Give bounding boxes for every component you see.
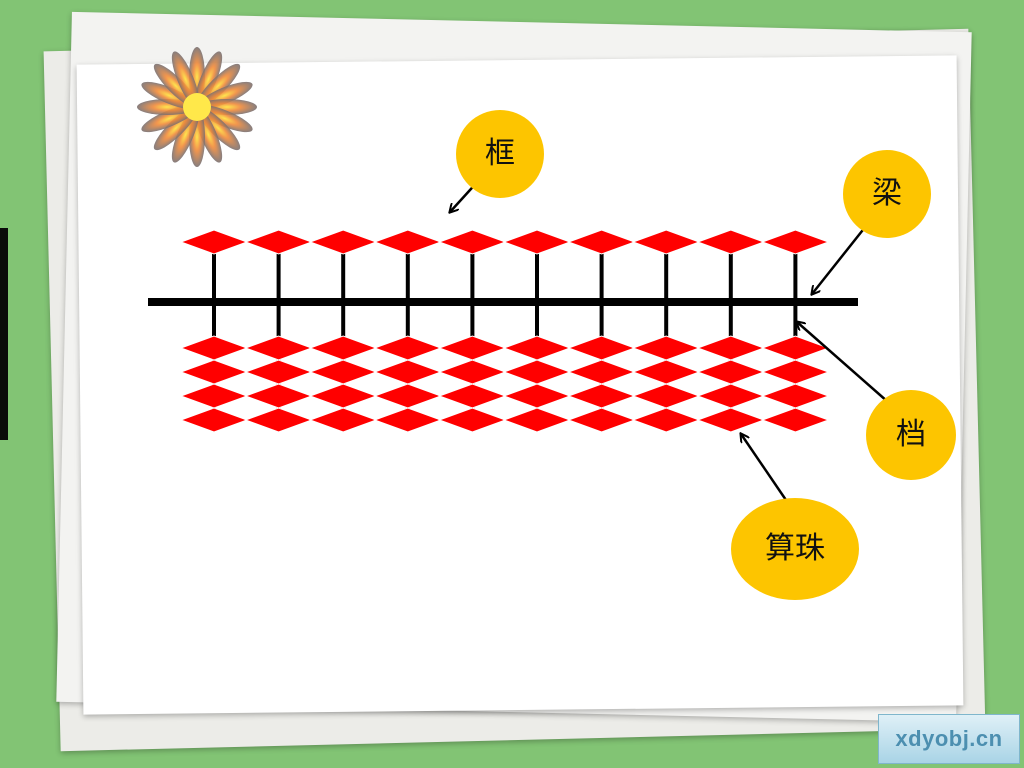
- lower-bead: [308, 359, 378, 385]
- lower-bead: [696, 335, 766, 361]
- lower-bead: [696, 383, 766, 409]
- label-beads: 算珠: [731, 498, 859, 600]
- upper-bead: [631, 229, 701, 255]
- upper-bead: [760, 229, 830, 255]
- lower-bead: [308, 335, 378, 361]
- lower-bead: [567, 407, 637, 433]
- lower-bead: [502, 359, 572, 385]
- lower-bead: [244, 407, 314, 433]
- lower-bead: [437, 383, 507, 409]
- left-edge-bar: [0, 228, 8, 440]
- lower-bead: [631, 383, 701, 409]
- lower-bead: [567, 359, 637, 385]
- lower-bead: [437, 359, 507, 385]
- label-rod: 档: [866, 390, 956, 480]
- lower-bead: [567, 335, 637, 361]
- upper-bead: [179, 229, 249, 255]
- upper-bead: [308, 229, 378, 255]
- lower-bead: [244, 335, 314, 361]
- arrow-rod: [797, 322, 889, 403]
- upper-bead: [567, 229, 637, 255]
- upper-bead: [502, 229, 572, 255]
- lower-bead: [760, 383, 830, 409]
- abacus-beads: [179, 229, 830, 433]
- lower-bead: [179, 383, 249, 409]
- lower-bead: [760, 407, 830, 433]
- watermark-logo: xdyobj.cn: [878, 714, 1020, 764]
- lower-bead: [631, 359, 701, 385]
- upper-bead: [244, 229, 314, 255]
- lower-bead: [373, 335, 443, 361]
- upper-bead: [373, 229, 443, 255]
- arrow-beads: [741, 434, 790, 504]
- label-frame: 框: [456, 110, 544, 198]
- label-arrows: [450, 167, 889, 504]
- lower-bead: [179, 359, 249, 385]
- lower-bead: [437, 407, 507, 433]
- flower-center: [183, 93, 211, 121]
- lower-bead: [760, 359, 830, 385]
- lower-bead: [244, 359, 314, 385]
- arrow-beam: [812, 225, 867, 294]
- lower-bead: [696, 407, 766, 433]
- lower-bead: [179, 335, 249, 361]
- lower-bead: [502, 383, 572, 409]
- lower-bead: [502, 407, 572, 433]
- lower-bead: [437, 335, 507, 361]
- lower-bead: [373, 407, 443, 433]
- lower-bead: [373, 383, 443, 409]
- lower-bead: [567, 383, 637, 409]
- lower-bead: [502, 335, 572, 361]
- lower-bead: [631, 335, 701, 361]
- flower-petal: [171, 51, 200, 108]
- lower-bead: [179, 407, 249, 433]
- lower-bead: [373, 359, 443, 385]
- upper-bead: [696, 229, 766, 255]
- lower-bead: [308, 407, 378, 433]
- lower-bead: [308, 383, 378, 409]
- lower-bead: [631, 407, 701, 433]
- flower-decoration-icon: [137, 47, 257, 167]
- lower-bead: [696, 359, 766, 385]
- label-beam: 梁: [843, 150, 931, 238]
- lower-bead: [244, 383, 314, 409]
- upper-bead: [437, 229, 507, 255]
